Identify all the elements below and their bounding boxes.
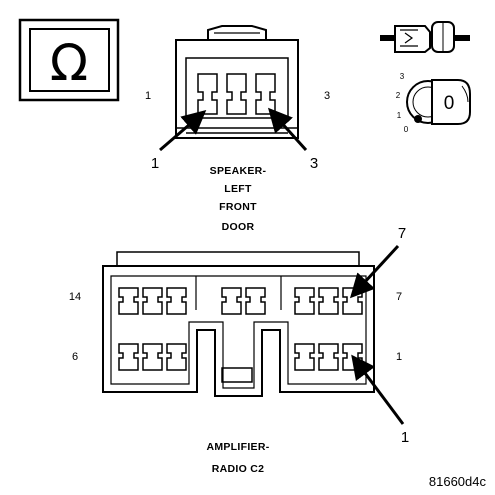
- speaker-caption-line-3: FRONT: [219, 201, 257, 213]
- amplifier-side-label-right-bottom: 1: [396, 351, 402, 363]
- speaker-caption-line-2: LEFT: [224, 183, 252, 195]
- amplifier-terminal-bottom-1: [118, 343, 139, 371]
- amplifier-terminal-bottom-2: [142, 343, 163, 371]
- amplifier-terminal-top-3: [166, 287, 187, 315]
- ignition-position-1: 1: [397, 111, 402, 120]
- key-position-label: 0: [444, 93, 455, 114]
- ignition-position-0: 0: [404, 125, 409, 134]
- lock-cylinder-icon: [406, 79, 471, 125]
- speaker-terminal-3: [255, 73, 276, 115]
- amplifier-terminal-bottom-4: [294, 343, 315, 371]
- amplifier-terminal-top-8: [342, 287, 363, 315]
- amplifier-terminal-top-2: [142, 287, 163, 315]
- speaker-pointer-arrow-left: [159, 110, 207, 152]
- amplifier-terminal-cavities: [118, 287, 363, 371]
- amplifier-terminal-bottom-5: [318, 343, 339, 371]
- amplifier-connector: [102, 251, 375, 397]
- amplifier-side-label-left-bottom: 6: [72, 351, 78, 363]
- ohm-icon: Ω: [50, 34, 88, 92]
- amplifier-terminal-top-5: [245, 287, 266, 315]
- speaker-caption-line-1: SPEAKER-: [210, 165, 267, 177]
- amplifier-caption-line-2: RADIO C2: [212, 463, 265, 475]
- amplifier-terminal-top-1: [118, 287, 139, 315]
- speaker-connector: [175, 25, 299, 139]
- amplifier-side-label-left-top: 14: [69, 291, 81, 303]
- speaker-terminal-2: [226, 73, 247, 115]
- key-icon: [380, 21, 470, 53]
- amplifier-side-label-right-top: 7: [396, 291, 402, 303]
- speaker-side-label-right: 3: [324, 90, 330, 102]
- ignition-switch-icon: 0 3 2 1 0: [380, 21, 471, 134]
- speaker-pointer-label-left: 1: [151, 155, 159, 172]
- amplifier-terminal-bottom-3: [166, 343, 187, 371]
- ignition-position-2: 2: [396, 91, 401, 100]
- ignition-position-3: 3: [400, 72, 405, 81]
- amplifier-pointer-arrow-top: [349, 244, 400, 299]
- ohmmeter-symbol: Ω: [18, 18, 120, 102]
- speaker-terminal-1: [197, 73, 218, 115]
- speaker-pointer-label-right: 3: [310, 155, 318, 172]
- amplifier-pointer-label-top: 7: [398, 225, 406, 242]
- amplifier-pointer-arrow-bottom: [351, 354, 405, 425]
- amplifier-terminal-top-4: [221, 287, 242, 315]
- amplifier-caption-line-1: AMPLIFIER-: [206, 441, 269, 453]
- amplifier-terminal-top-6: [294, 287, 315, 315]
- figure-reference-code: 81660d4c: [429, 474, 487, 489]
- speaker-caption-line-4: DOOR: [222, 221, 255, 233]
- amplifier-terminal-top-7: [318, 287, 339, 315]
- amplifier-pointer-label-bottom: 1: [401, 429, 409, 446]
- speaker-pointer-arrow-right: [267, 107, 308, 152]
- speaker-side-label-left: 1: [145, 90, 151, 102]
